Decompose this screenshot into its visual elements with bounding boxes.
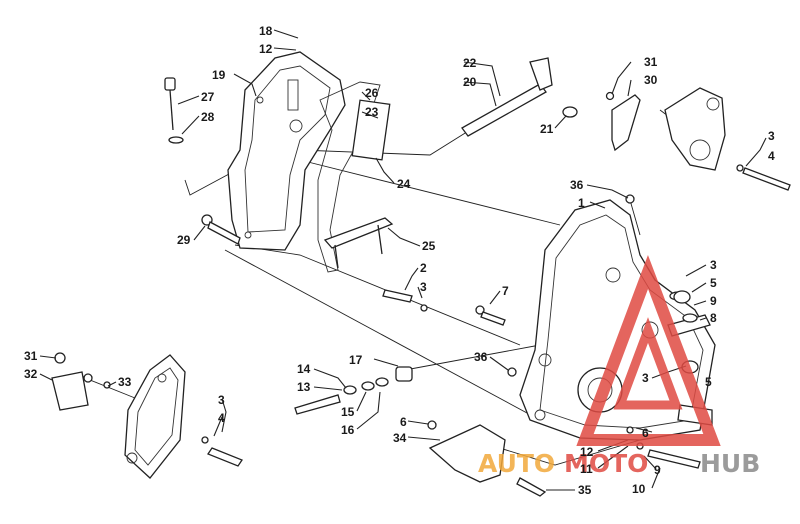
callout-5: 5	[705, 375, 712, 389]
callout-7: 7	[502, 284, 509, 298]
watermark-hub: HUB	[700, 449, 760, 478]
callout-11: 11	[580, 462, 593, 476]
assembly-line	[299, 159, 561, 226]
callout-3: 3	[420, 280, 427, 294]
assembly-line	[224, 249, 541, 421]
callout-28: 28	[201, 110, 215, 124]
callout-32: 32	[24, 367, 38, 381]
bolt-7	[475, 305, 506, 326]
callout-9: 9	[654, 463, 661, 477]
assembly-line	[234, 244, 521, 346]
shift-shaft	[461, 57, 578, 137]
callout-26: 26	[365, 86, 379, 100]
bolt-2	[382, 289, 428, 312]
callout-3: 3	[768, 129, 775, 143]
callout-21: 21	[540, 122, 554, 136]
callout-17: 17	[349, 353, 363, 367]
bolt-10	[626, 426, 701, 469]
watermark-auto: AUTO	[478, 449, 555, 478]
cap-17	[395, 366, 413, 382]
callout-19: 19	[212, 68, 226, 82]
callout-1: 1	[578, 196, 585, 210]
watermark: AUTO MOTO HUB	[478, 255, 760, 478]
left-cover	[51, 352, 186, 479]
nut-36	[507, 367, 517, 377]
callout-12: 12	[259, 42, 273, 56]
assembly-line	[489, 439, 641, 466]
chain-case-cover	[227, 51, 346, 251]
callout-29: 29	[177, 233, 191, 247]
mount-bracket-34	[427, 420, 547, 497]
callout-14: 14	[297, 362, 311, 376]
bolt-13	[294, 394, 341, 415]
callout-3: 3	[218, 393, 225, 407]
callout-18: 18	[259, 24, 273, 38]
callout-13: 13	[297, 380, 311, 394]
assembly-line	[89, 379, 141, 401]
gasket	[317, 81, 391, 273]
callout-8: 8	[710, 311, 717, 325]
callout-12: 12	[580, 445, 594, 459]
callout-3: 3	[642, 371, 649, 385]
callout-4: 4	[768, 149, 775, 163]
assembly-line	[299, 129, 471, 156]
watermark-moto: MOTO	[564, 449, 648, 478]
bolt-29	[201, 214, 241, 245]
callout-3: 3	[710, 258, 717, 272]
washers-15-16	[343, 377, 389, 395]
callout-labels: 18 12 19 27 28 26 23 22 20 21 31 30 3 4 …	[24, 24, 775, 497]
callout-35: 35	[578, 483, 592, 497]
callout-9: 9	[710, 294, 717, 308]
warning-triangle-icon	[576, 255, 721, 446]
callout-15: 15	[341, 405, 355, 419]
callout-5: 5	[710, 276, 717, 290]
callout-31: 31	[24, 349, 38, 363]
callout-6: 6	[642, 426, 649, 440]
assembly-line	[404, 344, 541, 371]
leader-lines	[39, 29, 767, 491]
callout-25: 25	[422, 239, 436, 253]
callout-36: 36	[474, 350, 488, 364]
callout-33: 33	[118, 375, 132, 389]
callout-36: 36	[570, 178, 584, 192]
bolt-upper-right	[736, 164, 791, 191]
callout-23: 23	[365, 105, 379, 119]
callout-27: 27	[201, 90, 215, 104]
bolt-left-lower	[201, 436, 243, 467]
chain-tensioner-assembly	[605, 87, 726, 171]
callout-34: 34	[393, 431, 407, 445]
callout-30: 30	[644, 73, 658, 87]
assembly-line	[629, 199, 641, 236]
callout-31: 31	[644, 55, 658, 69]
callout-22: 22	[463, 56, 477, 70]
callout-6: 6	[400, 415, 407, 429]
callout-24: 24	[397, 177, 411, 191]
callout-20: 20	[463, 75, 477, 89]
dipstick	[164, 77, 184, 144]
callout-10: 10	[632, 482, 646, 496]
callout-16: 16	[341, 423, 355, 437]
callout-2: 2	[420, 261, 427, 275]
clip-bracket	[323, 217, 394, 269]
warning-triangle-inner-icon	[613, 317, 683, 410]
callout-4: 4	[218, 411, 225, 425]
